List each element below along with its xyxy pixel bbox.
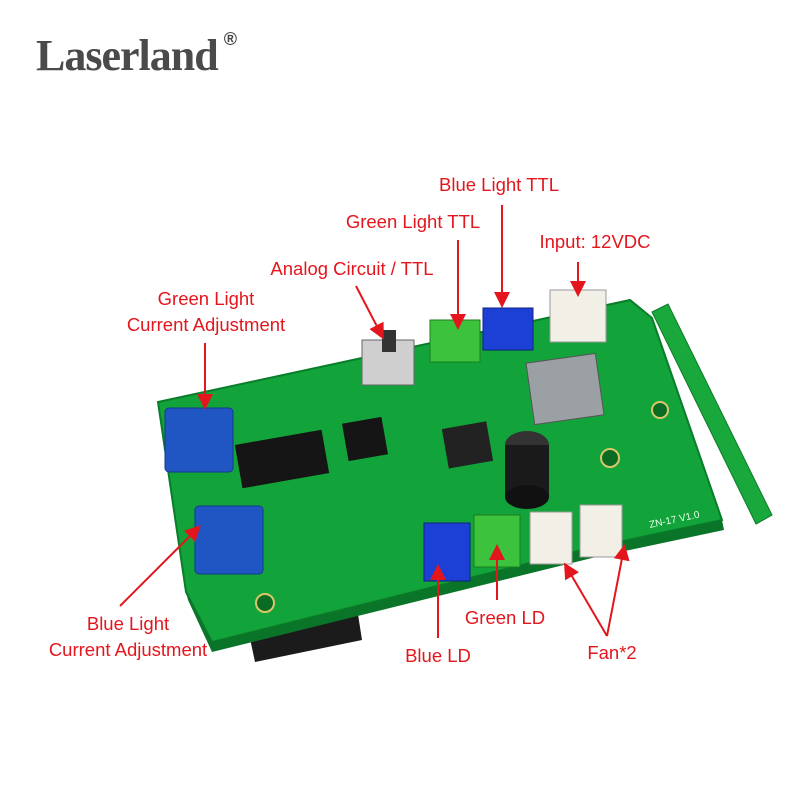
label-blue-adjust-line2: Current Adjustment: [48, 639, 208, 660]
arrow-analog: [355, 285, 384, 340]
fan-connector-1: [529, 511, 573, 565]
label-blue-ld: Blue LD: [405, 645, 471, 666]
heatsink-fin: [651, 303, 773, 525]
mounting-hole: [651, 401, 669, 419]
arrow-fan-1: [563, 562, 608, 637]
brand: Laserland ®: [36, 30, 237, 82]
ic-u17: [342, 416, 388, 462]
mounting-hole: [600, 448, 620, 468]
callout-arrows: [119, 205, 630, 638]
blue-current-pot: [194, 505, 264, 575]
arrow-fan-2: [606, 544, 630, 637]
label-analog-ttl: Analog Circuit / TTL: [270, 258, 434, 279]
label-green-light-ttl: Green Light TTL: [345, 211, 481, 232]
fan-connector-2: [579, 504, 623, 558]
regulator-u7: [441, 421, 494, 469]
green-current-pot: [164, 407, 234, 473]
ic-u14: [234, 429, 330, 489]
switch-lever: [382, 330, 396, 352]
brand-logo: Laserland: [36, 31, 219, 80]
label-blue-light-ttl: Blue Light TTL: [439, 174, 559, 195]
label-blue-adjust-line1: Blue Light: [86, 613, 170, 634]
blue-ttl-connector: [482, 307, 534, 351]
label-blue-adjust: Blue Light Current Adjustment: [49, 611, 207, 663]
label-input-12vdc: Input: 12VDC: [539, 231, 651, 252]
label-green-adjust-line1: Green Light: [157, 288, 255, 309]
label-green-ld: Green LD: [464, 607, 546, 628]
regulator-chip: [525, 352, 605, 426]
power-input-connector: [549, 289, 607, 343]
mounting-hole: [255, 593, 275, 613]
capacitor-base: [505, 485, 549, 509]
label-fan: Fan*2: [587, 642, 637, 663]
blue-ld-connector: [423, 522, 471, 582]
label-green-adjust: Green Light Current Adjustment: [127, 286, 285, 338]
arrow-blue-adj: [119, 525, 201, 607]
registered-mark: ®: [223, 29, 237, 49]
green-ttl-connector: [429, 319, 481, 363]
label-green-adjust-line2: Current Adjustment: [126, 314, 286, 335]
